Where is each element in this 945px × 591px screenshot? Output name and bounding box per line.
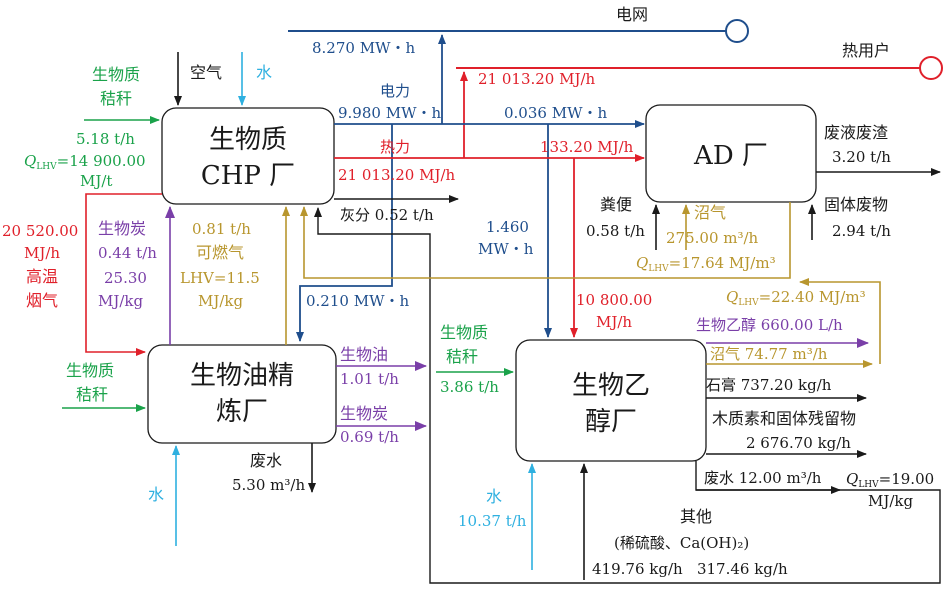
water-eth-1: 水 (486, 487, 502, 506)
ad-box (645, 104, 817, 203)
air-label: 空气 (190, 63, 222, 82)
hot-gas-arrow (85, 193, 162, 356)
combgas-2: 可燃气 (196, 243, 244, 262)
heat-user-node (919, 56, 943, 80)
combgas-3: LHV=11.5 (180, 269, 260, 287)
ethanol-box (515, 339, 707, 462)
straw-chp-1: 生物质 (92, 65, 140, 84)
heat-eth-2: MJ/h (596, 313, 632, 331)
water-eth-2: 10.37 t/h (458, 512, 527, 530)
grid-label: 电网 (616, 5, 648, 24)
straw-eth-rate: 3.86 t/h (440, 378, 499, 396)
water-chp-label: 水 (256, 63, 272, 82)
heat-eth-1: 10 800.00 (576, 291, 652, 309)
biochar-in-2: 0.44 t/h (98, 244, 157, 262)
straw-chp-2: 秸秆 (100, 89, 132, 108)
wastewater-ref-2: 5.30 m³/h (232, 476, 305, 494)
biochar-in-3: 25.30 (104, 269, 147, 287)
solid-waste-rate: 2.94 t/h (832, 222, 891, 240)
chp-label-1: 生物质 (209, 125, 287, 155)
power-to-ad: 0.036 MW・h (504, 104, 607, 122)
biogas-eth-out-label: 沼气 74.77 m³/h (710, 345, 828, 363)
biogas-ad-2: 275.00 m³/h (666, 229, 759, 247)
q-lhv-chp-unit: MJ/t (80, 172, 112, 190)
biogas-eth-q: QLHV=22.40 MJ/m³ (726, 288, 866, 308)
manure-label: 粪便 (600, 195, 632, 214)
bio-oil-1: 生物油 (340, 345, 388, 364)
ash-label: 灰分 0.52 t/h (340, 206, 434, 224)
q-lhv-chp: QLHV=14 900.00 (24, 152, 146, 172)
refinery-label-2: 炼厂 (216, 397, 268, 427)
biochar-in-4: MJ/kg (98, 292, 144, 310)
ww-q: QLHV=19.00 (846, 470, 934, 490)
power-ref: 0.210 MW・h (306, 292, 409, 310)
heat-user-flow-label: 21 013.20 MJ/h (478, 70, 596, 88)
waste-liquid-label: 废液废渣 (824, 123, 888, 142)
biochar-out-2: 0.69 t/h (340, 428, 399, 446)
waste-liquid-rate: 3.20 t/h (832, 148, 891, 166)
refinery-label-1: 生物油精 (190, 361, 294, 391)
hot-gas-2: MJ/h (24, 244, 60, 262)
power-title: 电力 (380, 82, 410, 100)
wastewater-eth-label: 废水 12.00 m³/h (704, 469, 822, 487)
straw-eth-2: 秸秆 (446, 347, 478, 366)
straw-chp-rate: 5.18 t/h (76, 130, 135, 148)
water-ref-label: 水 (148, 485, 164, 504)
straw-ref-1: 生物质 (66, 361, 114, 380)
manure-rate: 0.58 t/h (586, 222, 645, 240)
lignin-label-2: 2 676.70 kg/h (746, 434, 851, 452)
ethanol-label-2: 醇厂 (585, 407, 637, 437)
gypsum-label: 石膏 737.20 kg/h (706, 376, 832, 394)
power-total: 9.980 MW・h (338, 104, 441, 122)
biochar-in-1: 生物炭 (98, 219, 146, 238)
lignin-label-1: 木质素和固体残留物 (712, 409, 856, 428)
ad-label: AD 厂 (693, 141, 768, 171)
chp-label-2: CHP 厂 (201, 161, 295, 191)
power-eth-2: MW・h (478, 240, 534, 258)
hot-gas-1: 20 520.00 (2, 222, 78, 240)
grid-flow-label: 8.270 MW・h (312, 39, 415, 57)
other-2: (稀硫酸、Ca(OH)₂) (614, 534, 749, 552)
heat-title: 热力 (380, 138, 410, 156)
biogas-ad-q: QLHV=17.64 MJ/m³ (636, 254, 776, 274)
ethanol-label-1: 生物乙 (572, 371, 650, 401)
ethanol-out-label: 生物乙醇 660.00 L/h (696, 316, 843, 334)
combgas-1: 0.81 t/h (192, 220, 251, 238)
hot-gas-4: 烟气 (26, 291, 58, 310)
grid-node (725, 19, 749, 43)
hot-gas-3: 高温 (26, 267, 58, 286)
other-3: 419.76 kg/h 317.46 kg/h (592, 560, 788, 578)
refinery-box (147, 344, 337, 444)
straw-ref-2: 秸秆 (76, 385, 108, 404)
chp-box (161, 107, 335, 205)
ww-unit: MJ/kg (868, 492, 914, 510)
heat-to-ad: 133.20 MJ/h (540, 138, 634, 156)
straw-eth-1: 生物质 (440, 323, 488, 342)
biogas-ad-1: 沼气 (694, 203, 726, 222)
bio-oil-2: 1.01 t/h (340, 370, 399, 388)
biogas-return-loop (300, 202, 791, 279)
wastewater-ref-1: 废水 (250, 451, 282, 470)
heat-users-label: 热用户 (842, 41, 890, 60)
combgas-4: MJ/kg (198, 292, 244, 310)
solid-waste-label: 固体废物 (824, 195, 888, 214)
biochar-out-1: 生物炭 (340, 404, 388, 423)
power-eth-1: 1.460 (486, 218, 529, 236)
heat-total: 21 013.20 MJ/h (338, 166, 456, 184)
power-to-refinery-arrow (296, 124, 393, 342)
biogas-ethanol-loop (799, 278, 881, 364)
other-1: 其他 (680, 507, 712, 526)
